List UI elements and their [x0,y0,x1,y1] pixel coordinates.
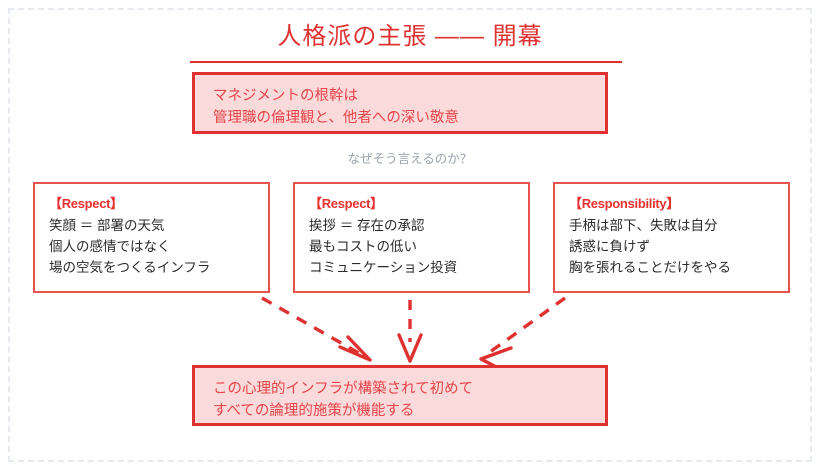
title-underline [190,61,622,63]
reason-card-respect-smile: 【Respect】 笑顔 ＝ 部署の天気 個人の感情ではなく 場の空気をつくるイ… [33,182,270,293]
arrow-center-icon [397,300,423,363]
reason-card-body: 笑顔 ＝ 部署の天気 個人の感情ではなく 場の空気をつくるインフラ [49,218,211,275]
reason-card-body: 挨拶 ＝ 存在の承認 最もコストの低い コミュニケーション投資 [309,218,458,275]
reason-card-heading: 【Responsibility】 [569,196,680,211]
reason-card-body: 手柄は部下、失敗は自分 誘惑に負けず 胸を張れることだけをやる [569,218,731,275]
bridging-question: なぜそう言えるのか？ [347,152,473,166]
arrow-right-icon [479,296,566,372]
reason-card-responsibility: 【Responsibility】 手柄は部下、失敗は自分 誘惑に負けず 胸を張れ… [553,182,790,293]
premise-box: マネジメントの根幹は 管理職の倫理観と、他者への深い敬意 [192,72,608,134]
arrow-left-icon [261,296,372,362]
conclusion-box: この心理的インフラが構築されて初めて すべての論理的施策が機能する [192,365,608,426]
reason-card-heading: 【Respect】 [309,196,383,211]
page-title: 人格派の主張 —— 開幕 [277,23,543,50]
reason-card-respect-greeting: 【Respect】 挨拶 ＝ 存在の承認 最もコストの低い コミュニケーション投… [293,182,530,293]
reason-card-heading: 【Respect】 [49,196,123,211]
